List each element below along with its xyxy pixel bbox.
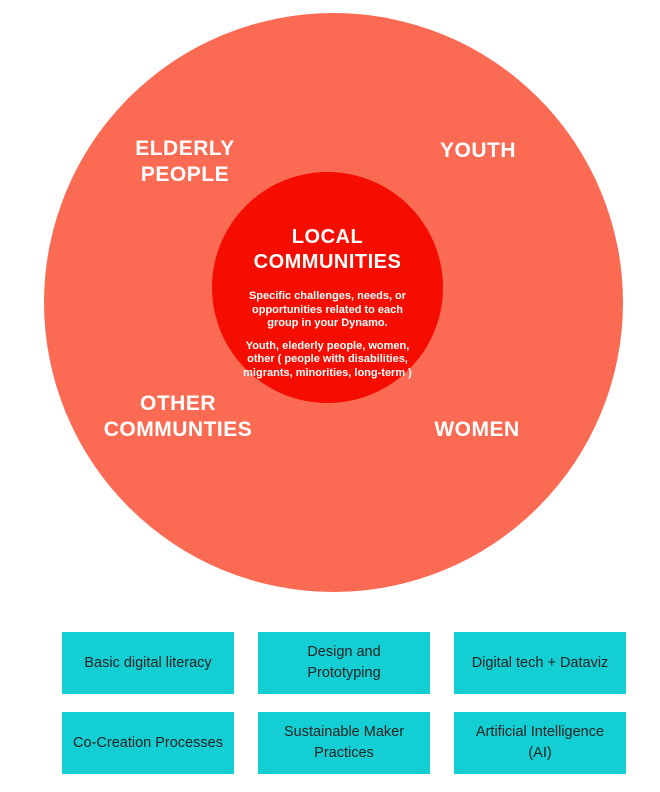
topic-box-co-creation-processes: Co-Creation Processes (62, 712, 234, 774)
topic-box-label: Design and Prototyping (307, 644, 381, 681)
topic-box-label: Sustainable Maker Practices (283, 724, 405, 761)
topic-box-label: Artificial Intelligence (AI) (475, 724, 605, 761)
local-communities-groups-note: Youth, elederly people, women, other ( p… (243, 339, 412, 379)
topic-box-label: Basic digital literacy (84, 654, 212, 671)
topic-box-basic-digital-literacy: Basic digital literacy (62, 632, 234, 694)
local-communities-description: Specific challenges, needs, or opportuni… (248, 290, 407, 329)
topic-box-artificial-intelligence: Artificial Intelligence (AI) (454, 712, 626, 774)
topic-box-sustainable-maker-practices: Sustainable Maker Practices (258, 712, 430, 774)
topic-box-label: Digital tech + Dataviz (471, 654, 609, 671)
topic-box-design-prototyping: Design and Prototyping (258, 632, 430, 694)
label-elderly-people: ELDERLY PEOPLE (135, 137, 235, 186)
topic-box-label: Co-Creation Processes (73, 734, 223, 751)
local-communities-circle (212, 172, 443, 403)
topics-grid: Basic digital literacy Design and Protot… (62, 632, 626, 774)
label-women: WOMEN (434, 418, 520, 441)
topic-box-digital-tech-dataviz: Digital tech + Dataviz (454, 632, 626, 694)
label-other-communities: OTHER COMMUNTIES (103, 392, 253, 441)
local-communities-text-block: LOCAL COMMUNITIES Specific challenges, n… (212, 172, 443, 403)
local-communities-title: LOCAL COMMUNITIES (253, 226, 402, 273)
label-youth: YOUTH (440, 139, 516, 162)
